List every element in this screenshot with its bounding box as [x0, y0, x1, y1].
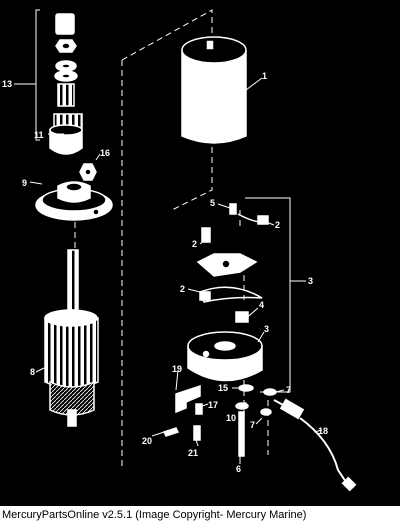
callout-18: 18	[318, 426, 328, 436]
callout-4: 4	[259, 300, 264, 310]
callout-10: 10	[226, 413, 236, 423]
callout-20: 20	[142, 436, 152, 446]
callout-2-clip: 2	[180, 284, 185, 294]
callout-19: 19	[172, 364, 182, 374]
exploded-parts-diagram: 1 2 2 2 3 3 4 5 6 7 7 8 9 10 11 13 15 16…	[2, 9, 357, 492]
callout-7-lower: 7	[250, 420, 255, 430]
callout-15: 15	[218, 383, 228, 393]
callout-7-right: 7	[286, 385, 291, 395]
frame-housing-1	[181, 36, 247, 144]
callout-16: 16	[100, 148, 110, 158]
callout-21: 21	[188, 448, 198, 458]
callout-3-assembly: 3	[308, 276, 313, 286]
hardware-parts	[162, 384, 357, 492]
drive-stack-parts	[54, 13, 78, 107]
callout-3-endcap: 3	[264, 324, 269, 334]
leader-lines	[14, 77, 323, 464]
callout-2-upper: 2	[275, 220, 280, 230]
callout-9: 9	[22, 178, 27, 188]
callout-2-brush: 2	[192, 239, 197, 249]
callout-labels: 1 2 2 2 3 3 4 5 6 7 7 8 9 10 11 13 15 16…	[2, 71, 328, 474]
callout-6: 6	[236, 464, 241, 474]
pinion-drive-11	[49, 113, 83, 155]
bracket-13	[22, 9, 40, 141]
diagram-svg: 1 2 2 2 3 3 4 5 6 7 7 8 9 10 11 13 15 16…	[2, 9, 357, 492]
armature-8	[44, 249, 99, 427]
callout-13: 13	[2, 79, 12, 89]
callout-11: 11	[34, 130, 44, 140]
brush-plate-parts	[187, 203, 269, 382]
drive-end-head-9	[35, 181, 113, 221]
callout-5: 5	[210, 198, 215, 208]
copyright-caption: MercuryPartsOnline v2.5.1 (Image Copyrig…	[0, 506, 400, 524]
callout-17: 17	[208, 400, 218, 410]
nut-16	[79, 163, 97, 181]
callout-1: 1	[262, 71, 267, 81]
callout-8: 8	[30, 367, 35, 377]
